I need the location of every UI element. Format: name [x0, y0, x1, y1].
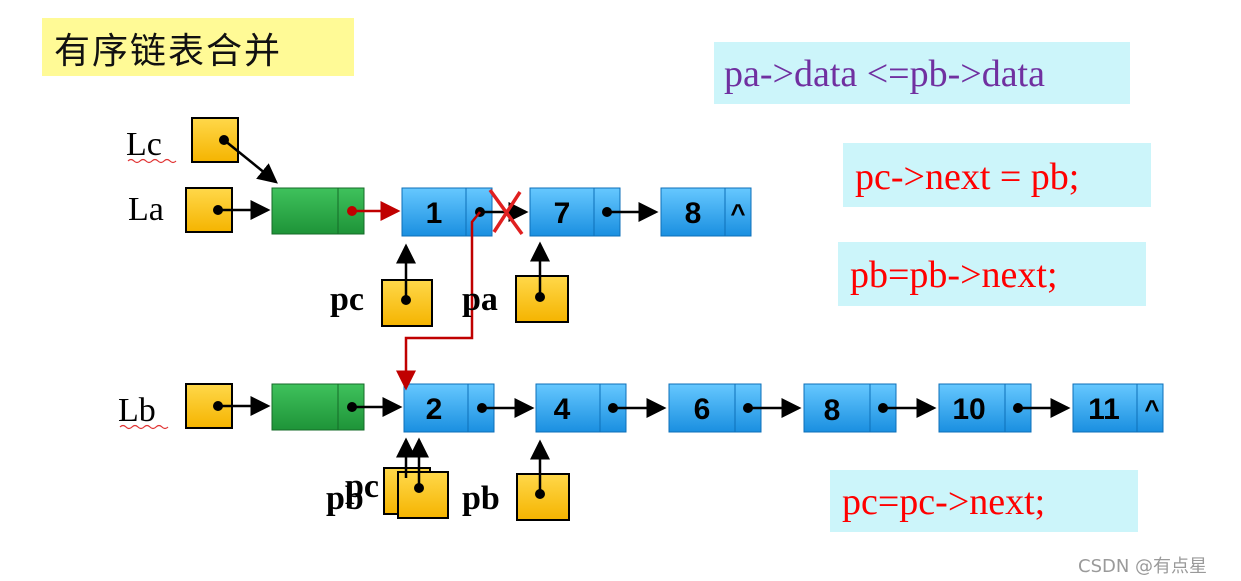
pb-label: pb	[462, 480, 500, 517]
lb-node-3: 6	[668, 383, 762, 433]
la-head-node	[271, 187, 365, 235]
lc-label: Lc	[126, 126, 162, 163]
lb-head-node	[271, 383, 365, 431]
advance-pc-statement: pc=pc->next;	[842, 481, 1046, 523]
advance-pb-statement: pb=pb->next;	[850, 254, 1058, 296]
lc-underline	[127, 158, 177, 164]
lb-node-1-value: 2	[426, 393, 443, 426]
lb-node-2: 4	[535, 383, 627, 433]
pb-old-label: pb	[326, 480, 364, 517]
la-node-1-value: 1	[426, 197, 443, 230]
la-node-2: 7	[529, 187, 621, 237]
link-statement: pc->next = pb;	[855, 156, 1080, 198]
lc-to-head-arrow	[223, 139, 278, 184]
link-statement-box	[843, 143, 1151, 207]
lb-null-marker: ^	[1144, 394, 1159, 424]
compare-condition: pa->data <=pb->data	[724, 53, 1045, 95]
lb-underline	[119, 424, 169, 430]
la-node-3: 8 ^	[660, 187, 752, 237]
pc-top-label: pc	[330, 281, 364, 318]
lc-pointer-box	[191, 117, 239, 163]
la-node-2-value: 7	[554, 197, 571, 230]
lb-node-5: 10	[938, 383, 1032, 433]
lb-node-4: 8	[803, 383, 897, 433]
lb-node-5-value: 10	[952, 393, 985, 426]
diagram-title: 有序链表合并	[54, 31, 283, 72]
la-node-3-value: 8	[685, 197, 702, 230]
la-label: La	[128, 191, 164, 228]
la-null-marker: ^	[730, 198, 745, 228]
la-node-1: 1	[401, 187, 493, 237]
lb-node-2-value: 4	[554, 393, 571, 426]
pa-pointer-box	[515, 275, 569, 323]
cut-mark-2	[492, 191, 522, 233]
lb-node-1: 2	[403, 383, 495, 433]
advance-pb-box	[838, 242, 1146, 306]
pb-pointer-box	[516, 473, 570, 521]
title-highlight	[42, 18, 354, 76]
advance-pc-box	[830, 470, 1138, 532]
pa-label: pa	[462, 281, 498, 318]
watermark: CSDN @有点星	[1078, 556, 1208, 577]
compare-condition-box	[714, 42, 1130, 104]
lb-label: Lb	[118, 392, 156, 429]
lb-node-6: 11 ^	[1072, 383, 1164, 433]
lb-node-6-value: 11	[1088, 393, 1120, 426]
lb-node-3-value: 6	[694, 393, 711, 426]
pc-overlap-label: pc	[345, 468, 379, 505]
pc-bottom-pointer-box	[397, 471, 449, 519]
lb-node-4-value: 8	[824, 394, 841, 427]
pc-next-to-pb-red-link	[396, 211, 481, 391]
